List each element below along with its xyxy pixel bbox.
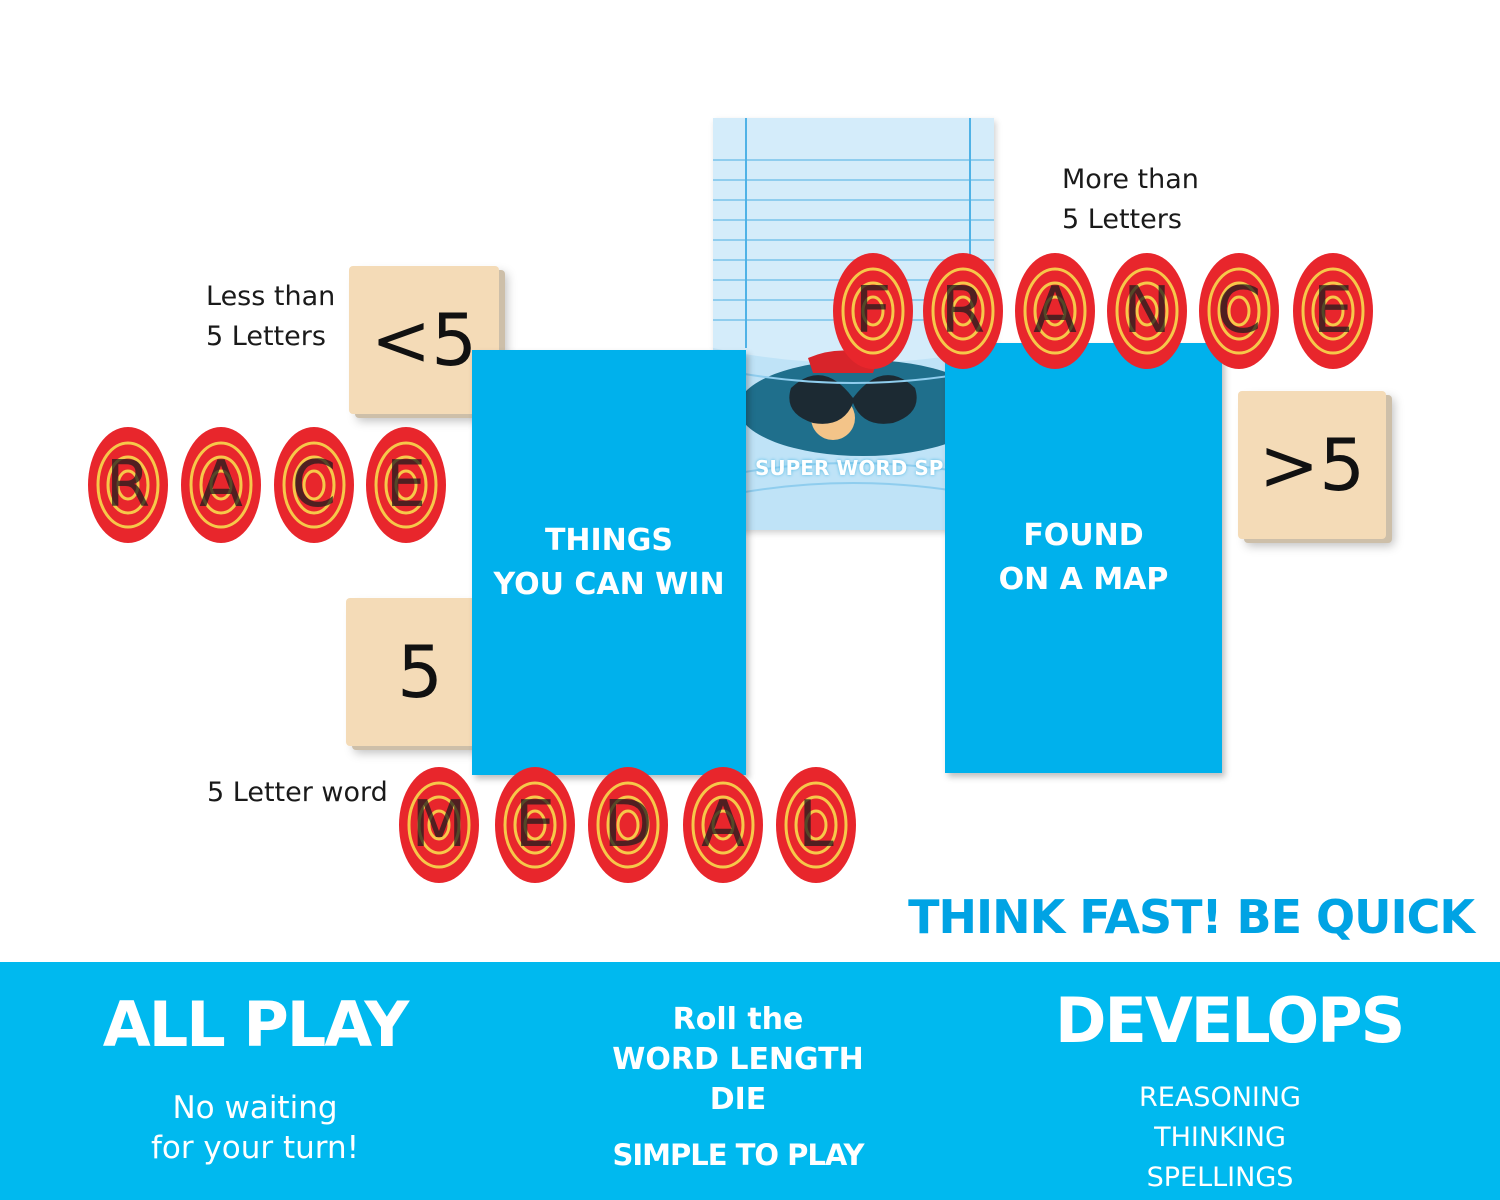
letter-token: A (682, 765, 764, 885)
die-five: 5 (346, 598, 494, 746)
footer-col-develops: DEVELOPS REASONING THINKING SPELLINGS (1055, 984, 1405, 1198)
all-play-text: No waiting for your turn! (150, 1090, 360, 1166)
letter-token: A (1014, 251, 1096, 371)
headline: THINK FAST! BE QUICK (908, 890, 1475, 944)
card-back-lines (713, 118, 994, 530)
letter-token: E (1292, 251, 1374, 371)
card-back-title: SUPER WORD SP (755, 456, 944, 480)
all-play-title: ALL PLAY (102, 988, 409, 1061)
develops-title: DEVELOPS (1055, 984, 1405, 1057)
letter-token: D (587, 765, 669, 885)
five-letter-label: 5 Letter word (207, 777, 388, 808)
letter-token: C (273, 425, 355, 545)
simple-to-play: SIMPLE TO PLAY (612, 1138, 864, 1172)
footer-col-all-play: ALL PLAY No waiting for your turn! (90, 990, 420, 1168)
footer-col-roll: Roll the WORD LENGTH DIE SIMPLE TO PLAY (588, 1000, 888, 1172)
card-things-text: THINGS YOU CAN WIN (493, 522, 725, 602)
footer-band: ALL PLAY No waiting for your turn! Roll … (0, 962, 1500, 1200)
letter-token: M (398, 765, 480, 885)
letter-token: E (494, 765, 576, 885)
letter-token: R (87, 425, 169, 545)
letter-token: C (1198, 251, 1280, 371)
card-things-you-can-win: THINGS YOU CAN WIN (472, 350, 746, 775)
letter-token: R (922, 251, 1004, 371)
letter-token: E (365, 425, 447, 545)
less-than-label: Less than 5 Letters (206, 281, 336, 352)
card-found-on-a-map: FOUND ON A MAP (945, 343, 1222, 773)
roll-text: Roll the WORD LENGTH DIE (612, 1002, 864, 1117)
develops-list: REASONING THINKING SPELLINGS (1139, 1082, 1301, 1193)
more-than-label: More than 5 Letters (1062, 164, 1199, 235)
letter-token: N (1106, 251, 1188, 371)
letter-token: F (832, 251, 914, 371)
letter-token: L (775, 765, 857, 885)
die-more-than-five: >5 (1238, 391, 1386, 539)
letter-token: A (180, 425, 262, 545)
card-map-text: FOUND ON A MAP (998, 518, 1169, 597)
